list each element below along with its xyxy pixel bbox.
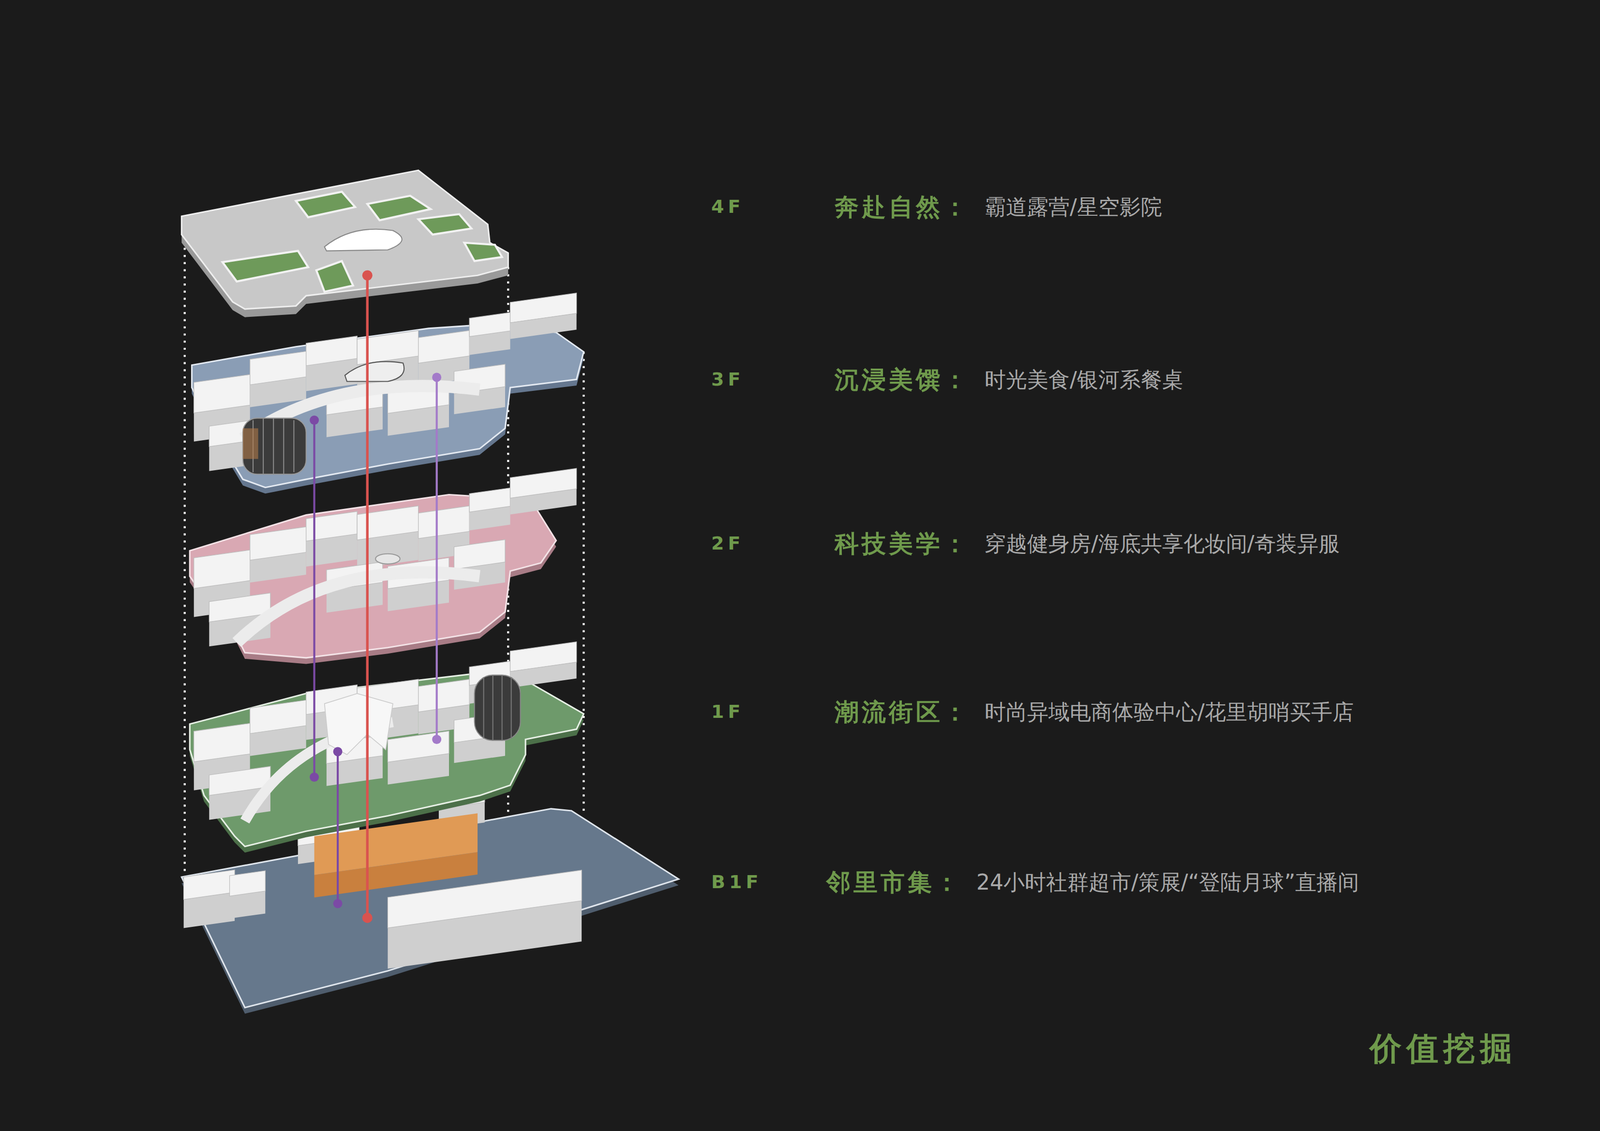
floor-4-roof [181, 170, 509, 318]
zone-heading: 沉浸美馔： [834, 365, 971, 395]
zone-description: 穿越健身房/海底共享化妆间/奇装异服 [984, 531, 1340, 557]
floor-3 [192, 293, 584, 494]
zone-heading: 奔赴自然： [834, 192, 971, 222]
floor-tag: B1F [711, 871, 763, 894]
floor-tag: 3F [711, 368, 745, 391]
zone-description: 时尚异域电商体验中心/花里胡哨买手店 [984, 699, 1354, 726]
zone-description: 24小时社群超市/策展/“登陆月球”直播间 [976, 869, 1360, 896]
floor-tag: 1F [711, 701, 745, 724]
floor-tag: 2F [711, 532, 745, 555]
zone-description: 霸道露营/星空影院 [984, 194, 1163, 221]
zone-heading: 邻里市集： [826, 867, 962, 898]
zone-heading: 潮流街区： [834, 697, 971, 727]
page-title: 价值挖掘 [1369, 1029, 1517, 1068]
vertical-links [309, 270, 442, 924]
zone-heading: 科技美学： [834, 529, 971, 559]
floor-2 [189, 468, 577, 664]
floor-tag: 4F [711, 195, 745, 219]
zone-description: 时光美食/银河系餐桌 [984, 367, 1184, 393]
floor-1 [189, 642, 584, 853]
guide-lines [184, 226, 584, 878]
